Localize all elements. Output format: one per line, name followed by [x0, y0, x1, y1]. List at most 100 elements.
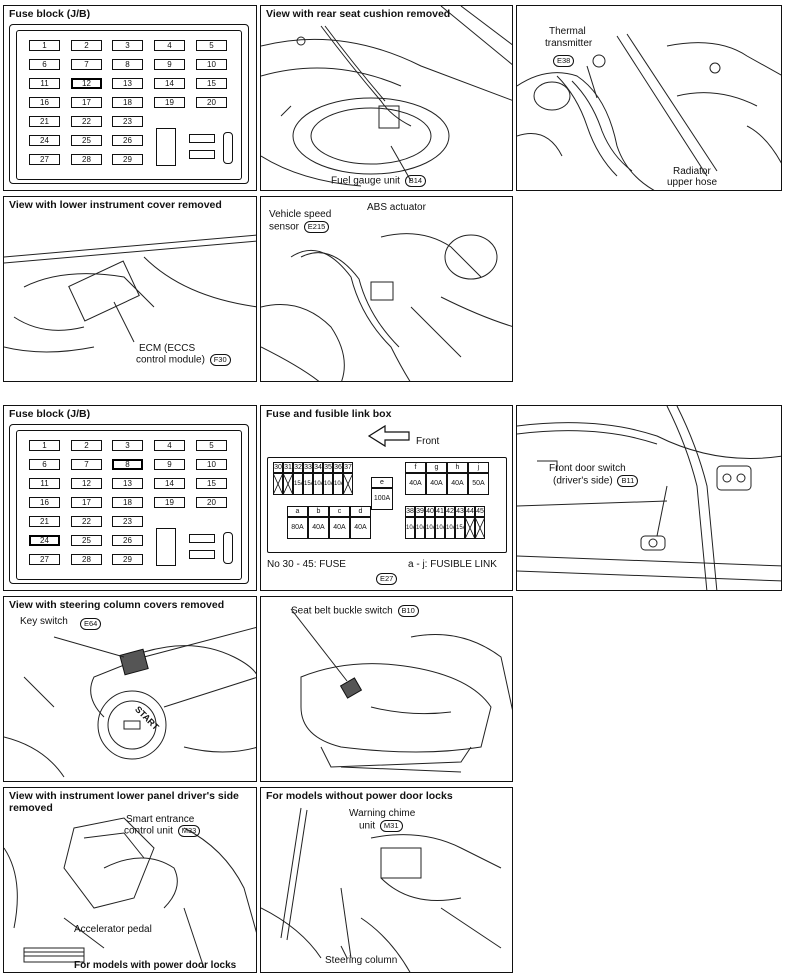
fuse-17: 17 — [71, 497, 102, 508]
fuse-17: 17 — [71, 97, 102, 108]
connector-e38: E38 — [553, 55, 575, 67]
fuse-num-31: 31 — [283, 462, 293, 473]
fuse-amp-36: 10A — [333, 473, 345, 495]
link-b-label: b — [308, 506, 329, 517]
steering-column-label: Steering column — [325, 955, 398, 966]
relay-socket — [189, 550, 215, 559]
fuse-20: 20 — [196, 97, 227, 108]
relay-socket — [223, 532, 233, 564]
fuse-11: 11 — [29, 478, 60, 489]
fuse-12: 12 — [71, 478, 102, 489]
panel-warning-chime: For models without power door locks Warn… — [260, 787, 513, 973]
fuse-14: 14 — [154, 478, 185, 489]
vss-label-1: Vehicle speed — [269, 209, 332, 220]
abs-actuator-label: ABS actuator — [367, 202, 426, 213]
panel-steering-column: View with steering column covers removed… — [3, 596, 257, 782]
panel-title-1: View with instrument lower panel driver'… — [9, 790, 239, 802]
fuse-9: 9 — [154, 59, 185, 70]
fuse-block-outline — [9, 424, 249, 584]
fuse-amp-41: 10A — [435, 517, 447, 539]
fuse-8: 8 — [112, 459, 143, 470]
front-arrow-icon — [367, 424, 410, 448]
fuse-15: 15 — [196, 478, 227, 489]
fuse-29: 29 — [112, 554, 143, 565]
fuse-block-inner — [16, 30, 242, 180]
relay-socket — [189, 134, 215, 143]
fuse-amp-32: 15A — [293, 473, 305, 495]
fuse-22: 22 — [71, 516, 102, 527]
link-e-label: e — [371, 477, 393, 488]
fuse-29: 29 — [112, 154, 143, 165]
vss-label-2: sensor E215 — [269, 221, 330, 233]
fuse-27: 27 — [29, 554, 60, 565]
panel-seat-belt: Seat belt buckle switch B10 — [260, 596, 513, 782]
fuel-gauge-label: Fuel gauge unit B14 — [331, 175, 427, 187]
fuse-1: 1 — [29, 440, 60, 451]
link-g-label: g — [426, 462, 447, 473]
connector-e64: E64 — [80, 618, 102, 630]
door-switch-label-1: Front door switch — [549, 463, 626, 474]
link-h-label: h — [447, 462, 468, 473]
link-d-amp: 40A — [350, 517, 371, 539]
door-switch-label-2: (driver's side) B11 — [553, 475, 639, 487]
fuse-6: 6 — [29, 59, 60, 70]
relay-socket — [156, 128, 176, 166]
smart-entrance-illustration — [4, 817, 256, 969]
link-j-amp: 50A — [468, 473, 489, 495]
ecm-illustration — [4, 234, 256, 353]
fuse-num-38: 38 — [405, 506, 415, 517]
ecm-label-2-text: control module) — [136, 354, 205, 366]
fuse-23: 23 — [112, 516, 143, 527]
fuse-6: 6 — [29, 459, 60, 470]
connector-e215: E215 — [303, 221, 330, 233]
thermal-illustration — [517, 33, 781, 190]
fuse-amp-43: 15A — [455, 517, 467, 539]
radiator-label-2: upper hose — [667, 177, 718, 188]
fuse-22: 22 — [71, 116, 102, 127]
fuse-num-37: 37 — [343, 462, 353, 473]
front-label: Front — [416, 436, 440, 447]
panel-title: Fuse block (J/B) — [9, 408, 91, 420]
connector-e27: E27 — [376, 573, 398, 585]
connector-m31: M31 — [379, 820, 403, 832]
fuse-7: 7 — [71, 59, 102, 70]
door-switch-illustration — [517, 406, 781, 590]
fuse-13: 13 — [112, 78, 143, 89]
panel-title: View with rear seat cushion removed — [266, 8, 451, 20]
fuse-amp-33: 15A — [303, 473, 315, 495]
relay-socket — [189, 534, 215, 543]
footer-fuse-label: No 30 - 45: FUSE — [267, 559, 346, 570]
fuse-3: 3 — [112, 440, 143, 451]
chime-label-2: unit M31 — [359, 820, 403, 832]
connector-m33: M33 — [177, 825, 201, 837]
link-f-amp: 40A — [405, 473, 426, 495]
fuse-19: 19 — [154, 497, 185, 508]
ecm-label-2: control module) F30 — [136, 354, 231, 366]
fuse-28: 28 — [71, 554, 102, 565]
fuse-10: 10 — [196, 459, 227, 470]
fuse-21: 21 — [29, 116, 60, 127]
fuse-num-42: 42 — [445, 506, 455, 517]
panel-title: View with lower instrument cover removed — [9, 199, 222, 211]
fuse-7: 7 — [71, 459, 102, 470]
fuse-16: 16 — [29, 97, 60, 108]
empty-slot-mark — [273, 473, 283, 495]
smart-entrance-label-1: Smart entrance — [126, 814, 195, 825]
fuse-18: 18 — [112, 97, 143, 108]
fuse-15: 15 — [196, 78, 227, 89]
empty-slot-mark — [465, 517, 475, 539]
fuse-21: 21 — [29, 516, 60, 527]
empty-slot-mark — [343, 473, 353, 495]
panel-thermal: Thermal transmitter E38 Radiator upper h… — [516, 5, 782, 191]
panel-rear-seat: View with rear seat cushion removed Fuel… — [260, 5, 513, 191]
connector-b14: B14 — [404, 175, 427, 187]
fuse-num-36: 36 — [333, 462, 343, 473]
panel-title: View with steering column covers removed — [9, 599, 225, 611]
empty-slot-mark — [283, 473, 293, 495]
fuse-18: 18 — [112, 497, 143, 508]
panel-door-switch: Front door switch (driver's side) B11 — [516, 405, 782, 591]
fuse-16: 16 — [29, 497, 60, 508]
fuse-num-44: 44 — [465, 506, 475, 517]
fuse-num-35: 35 — [323, 462, 333, 473]
seat-belt-label: Seat belt buckle switch B10 — [291, 605, 419, 617]
